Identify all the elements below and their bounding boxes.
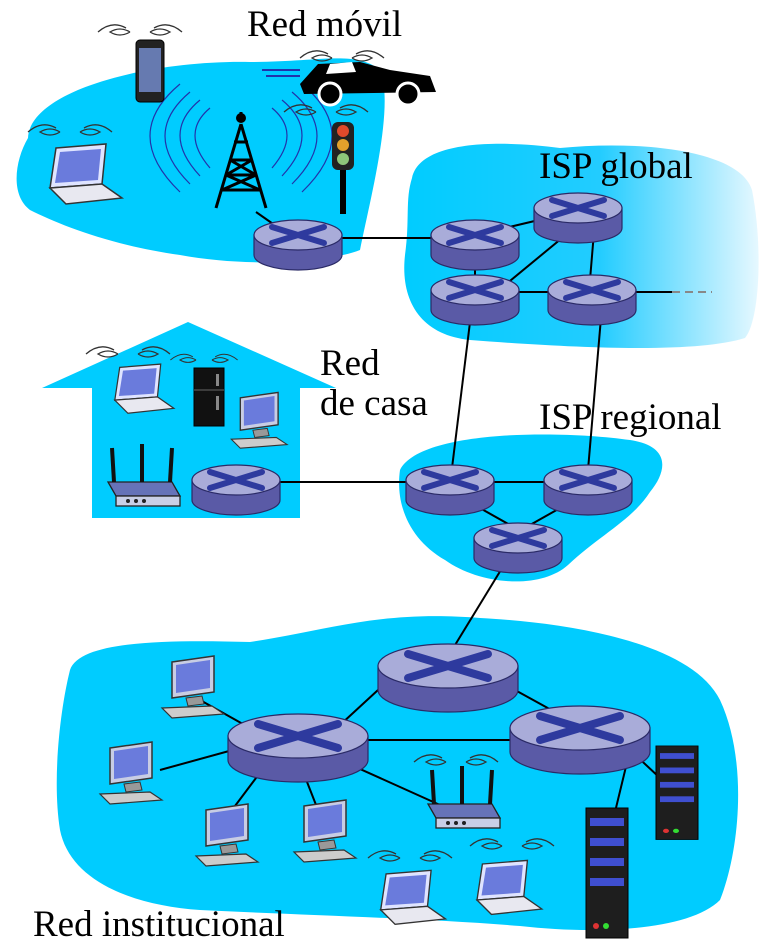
regional-isp-router-2 — [544, 465, 632, 515]
institutional-router-1 — [378, 644, 518, 712]
regional-isp-router-1 — [406, 465, 494, 515]
server-2-icon — [585, 807, 629, 939]
regional-isp-label: ISP regional — [539, 397, 722, 438]
institutional-desktop-4-icon — [293, 799, 357, 863]
regional-isp-router-3 — [474, 523, 562, 573]
traffic-light-icon — [283, 104, 369, 214]
institutional-router-2 — [228, 714, 368, 782]
global-isp-router-3 — [431, 275, 519, 325]
global-isp-router-4 — [548, 275, 636, 325]
mobile-network-cloud — [16, 58, 385, 263]
institutional-desktop-1-icon — [161, 655, 225, 719]
home-desktop-icon — [230, 391, 288, 449]
home-network-house — [42, 322, 336, 518]
server-1-icon — [655, 745, 699, 841]
refrigerator-icon — [169, 353, 239, 427]
home-network-label-line1: Red — [320, 343, 380, 384]
global-isp-label: ISP global — [539, 146, 693, 187]
cell-tower-icon — [149, 83, 333, 209]
home-router — [192, 465, 280, 515]
global-isp-router-1 — [431, 220, 519, 270]
institutional-desktop-3-icon — [195, 803, 259, 867]
institutional-network-label: Red institucional — [33, 904, 285, 945]
car-icon — [262, 50, 436, 107]
mobile-network-label: Red móvil — [247, 4, 403, 45]
institutional-desktop-2-icon — [99, 741, 163, 805]
global-isp-router-2 — [534, 193, 622, 243]
home-network-label-line2: de casa — [320, 383, 428, 424]
institutional-router-3 — [510, 706, 650, 774]
mobile-router — [254, 220, 342, 270]
smartphone-icon — [97, 24, 183, 103]
